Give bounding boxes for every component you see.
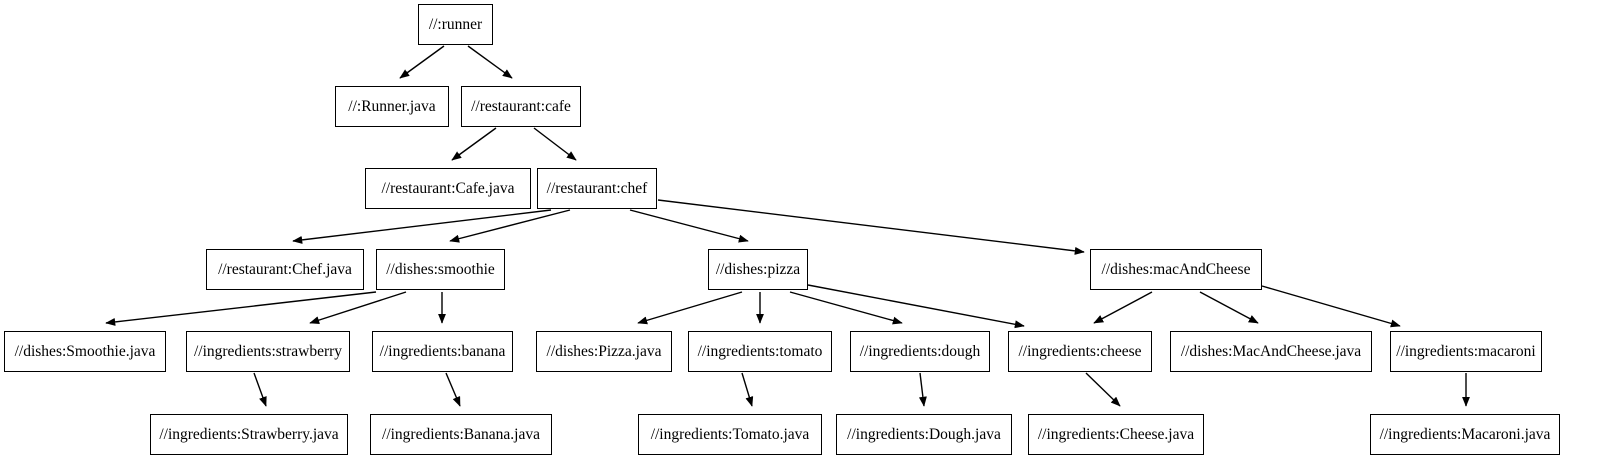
graph-node-label: //ingredients:Banana.java <box>382 425 540 443</box>
graph-node-smoothie_java[interactable]: //dishes:Smoothie.java <box>4 331 166 372</box>
graph-node-tomato[interactable]: //ingredients:tomato <box>688 331 832 372</box>
graph-edge-strawberry-to-strawberry_java <box>253 372 267 407</box>
graph-edge-smoothie-to-smoothie_java <box>105 291 377 326</box>
graph-edge-chef-to-mac_and_cheese <box>657 199 1085 255</box>
graph-node-label: //dishes:Smoothie.java <box>14 342 156 360</box>
graph-node-chef_java[interactable]: //restaurant:Chef.java <box>206 249 364 290</box>
graph-node-label: //restaurant:Chef.java <box>218 260 352 278</box>
graph-node-label: //ingredients:cheese <box>1018 342 1142 360</box>
graph-node-cheese_java[interactable]: //ingredients:Cheese.java <box>1028 414 1204 455</box>
graph-node-chef[interactable]: //restaurant:chef <box>537 168 657 209</box>
graph-node-label: //:Runner.java <box>348 97 436 115</box>
graph-node-label: //ingredients:banana <box>379 342 506 360</box>
graph-edge-tomato-to-tomato_java <box>741 372 754 407</box>
graph-edge-mac_and_cheese-to-cheese <box>1093 291 1153 324</box>
graph-edge-chef-to-smoothie <box>449 209 571 243</box>
graph-node-label: //:runner <box>428 15 483 33</box>
graph-node-label: //dishes:macAndCheese <box>1101 260 1251 278</box>
graph-node-pizza_java[interactable]: //dishes:Pizza.java <box>536 331 672 372</box>
graph-node-label: //dishes:MacAndCheese.java <box>1180 342 1362 360</box>
graph-node-strawberry_java[interactable]: //ingredients:Strawberry.java <box>150 414 348 455</box>
graph-node-label: //ingredients:macaroni <box>1396 342 1536 360</box>
graph-node-label: //dishes:Pizza.java <box>546 342 662 360</box>
graph-node-macaroni[interactable]: //ingredients:macaroni <box>1390 331 1542 372</box>
graph-edge-dough-to-dough_java <box>918 372 927 407</box>
graph-edge-pizza-to-pizza_java <box>637 291 743 325</box>
graph-edge-banana-to-banana_java <box>445 372 461 407</box>
graph-edge-mac_and_cheese-to-macaroni <box>1261 285 1401 328</box>
graph-edge-cafe-to-chef <box>533 127 577 161</box>
graph-node-macaroni_java[interactable]: //ingredients:Macaroni.java <box>1370 414 1560 455</box>
graph-node-label: //ingredients:tomato <box>697 342 823 360</box>
graph-node-label: //ingredients:dough <box>859 342 981 360</box>
graph-node-mac_and_cheese[interactable]: //dishes:macAndCheese <box>1090 249 1262 290</box>
graph-node-label: //ingredients:Macaroni.java <box>1379 425 1551 443</box>
graph-node-runner_java[interactable]: //:Runner.java <box>335 86 449 127</box>
graph-node-label: //dishes:pizza <box>715 260 801 278</box>
graph-node-pizza[interactable]: //dishes:pizza <box>708 249 808 290</box>
graph-node-strawberry[interactable]: //ingredients:strawberry <box>186 331 350 372</box>
graph-edge-pizza-to-cheese <box>807 284 1025 329</box>
graph-node-label: //ingredients:Tomato.java <box>650 425 810 443</box>
graph-edge-mac_and_cheese-to-mac_cheese_java <box>1199 291 1259 324</box>
graph-edge-runner-to-runner_java <box>399 45 445 79</box>
graph-node-label: //ingredients:Cheese.java <box>1037 425 1195 443</box>
graph-edge-chef-to-chef_java <box>292 209 552 244</box>
graph-node-tomato_java[interactable]: //ingredients:Tomato.java <box>638 414 822 455</box>
graph-node-mac_cheese_java[interactable]: //dishes:MacAndCheese.java <box>1170 331 1372 372</box>
graph-node-label: //ingredients:Dough.java <box>847 425 1001 443</box>
graph-node-label: //dishes:smoothie <box>386 260 495 278</box>
graph-node-dough[interactable]: //ingredients:dough <box>850 331 990 372</box>
graph-node-label: //restaurant:Cafe.java <box>381 179 515 197</box>
graph-node-cafe[interactable]: //restaurant:cafe <box>461 86 581 127</box>
graph-edge-cheese-to-cheese_java <box>1085 372 1121 407</box>
graph-edge-chef-to-pizza <box>629 209 749 243</box>
graph-node-label: //ingredients:strawberry <box>193 342 343 360</box>
graph-node-label: //ingredients:Strawberry.java <box>159 425 339 443</box>
graph-edge-smoothie-to-strawberry <box>309 291 407 324</box>
graph-node-cheese[interactable]: //ingredients:cheese <box>1008 331 1152 372</box>
graph-edge-pizza-to-dough <box>789 291 903 325</box>
graph-node-label: //restaurant:chef <box>546 179 648 197</box>
graph-node-cafe_java[interactable]: //restaurant:Cafe.java <box>365 168 531 209</box>
graph-node-smoothie[interactable]: //dishes:smoothie <box>376 249 505 290</box>
graph-node-banana_java[interactable]: //ingredients:Banana.java <box>370 414 552 455</box>
graph-node-banana[interactable]: //ingredients:banana <box>372 331 513 372</box>
graph-node-dough_java[interactable]: //ingredients:Dough.java <box>836 414 1012 455</box>
graph-node-label: //restaurant:cafe <box>471 97 571 115</box>
graph-node-runner[interactable]: //:runner <box>418 4 493 45</box>
graph-edge-cafe-to-cafe_java <box>451 127 497 161</box>
graph-edge-runner-to-cafe <box>467 45 513 79</box>
